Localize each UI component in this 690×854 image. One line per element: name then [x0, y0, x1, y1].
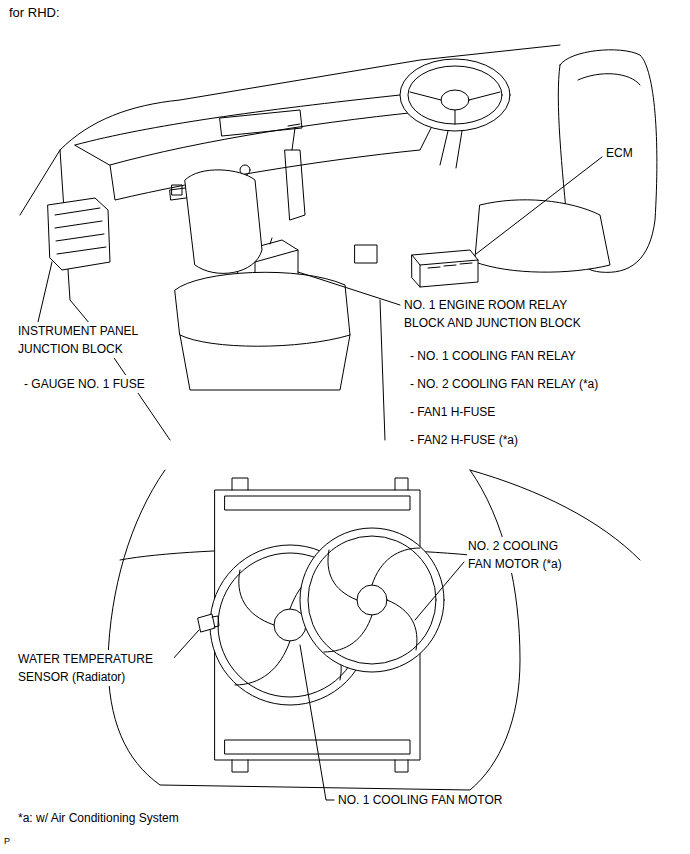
- center-console: [285, 150, 305, 220]
- leader-line: [38, 262, 52, 322]
- fan-hub: [357, 585, 387, 615]
- steering-spoke: [410, 92, 500, 124]
- leader-line: [415, 562, 464, 620]
- leader-line: [172, 630, 199, 660]
- part-item: - FAN2 H-FUSE (*a): [409, 431, 519, 449]
- radiator-tank: [225, 496, 410, 510]
- fan-shroud: [300, 528, 444, 672]
- fan-shroud: [308, 536, 436, 664]
- instrument-panel-junction-block: [48, 198, 110, 270]
- part-item: - NO. 2 COOLING FAN RELAY (*a): [409, 375, 599, 393]
- leader-line: [298, 272, 400, 305]
- part-label: NO. 1 COOLING FAN MOTOR: [337, 791, 503, 809]
- steering-wheel: [408, 66, 502, 124]
- ecm-connector: [428, 263, 472, 268]
- dashboard: [75, 95, 440, 165]
- vehicle-body: [108, 470, 520, 790]
- steering-column: [440, 131, 462, 168]
- ecm: [412, 250, 478, 287]
- ecm: [412, 255, 478, 287]
- driver-seat-cushion: [475, 200, 610, 272]
- radiator-mount: [232, 478, 408, 490]
- part-item: - GAUGE NO. 1 FUSE: [23, 375, 146, 393]
- part-label: NO. 1 ENGINE ROOM RELAY BLOCK AND JUNCTI…: [403, 296, 600, 332]
- part-label: NO. 2 COOLING FAN MOTOR (*a): [467, 537, 584, 573]
- title: for RHD:: [8, 4, 61, 22]
- part-item: - FAN1 H-FUSE: [409, 403, 496, 421]
- cabin-outline: [20, 45, 560, 215]
- leader-line: [476, 157, 602, 254]
- figure-code: P: [3, 832, 11, 850]
- floor-mat: [355, 245, 377, 263]
- seat-seam: [578, 74, 640, 85]
- steering-wheel: [400, 59, 510, 131]
- part-label: INSTRUMENT PANEL JUNCTION BLOCK: [17, 322, 164, 358]
- leader-line: [300, 645, 334, 800]
- passenger-seat-back: [185, 170, 262, 274]
- fan-blade: [324, 548, 420, 652]
- floor-line: [95, 300, 385, 440]
- dashboard: [110, 110, 440, 200]
- switch: [172, 185, 182, 195]
- part-item: - NO. 1 COOLING FAN RELAY: [409, 347, 577, 365]
- water-temperature-sensor: [212, 616, 219, 627]
- fuse-row: [55, 208, 106, 254]
- passenger-seat-cushion: [175, 272, 350, 346]
- note: *a: w/ Air Conditioning System: [17, 809, 180, 827]
- instrument-cluster: [220, 110, 302, 136]
- part-label: WATER TEMPERATURE SENSOR (Radiator): [17, 650, 174, 686]
- gear-lever: [288, 124, 300, 150]
- steering-hub: [441, 90, 469, 110]
- part-label: ECM: [605, 144, 634, 162]
- seat-base: [180, 335, 350, 390]
